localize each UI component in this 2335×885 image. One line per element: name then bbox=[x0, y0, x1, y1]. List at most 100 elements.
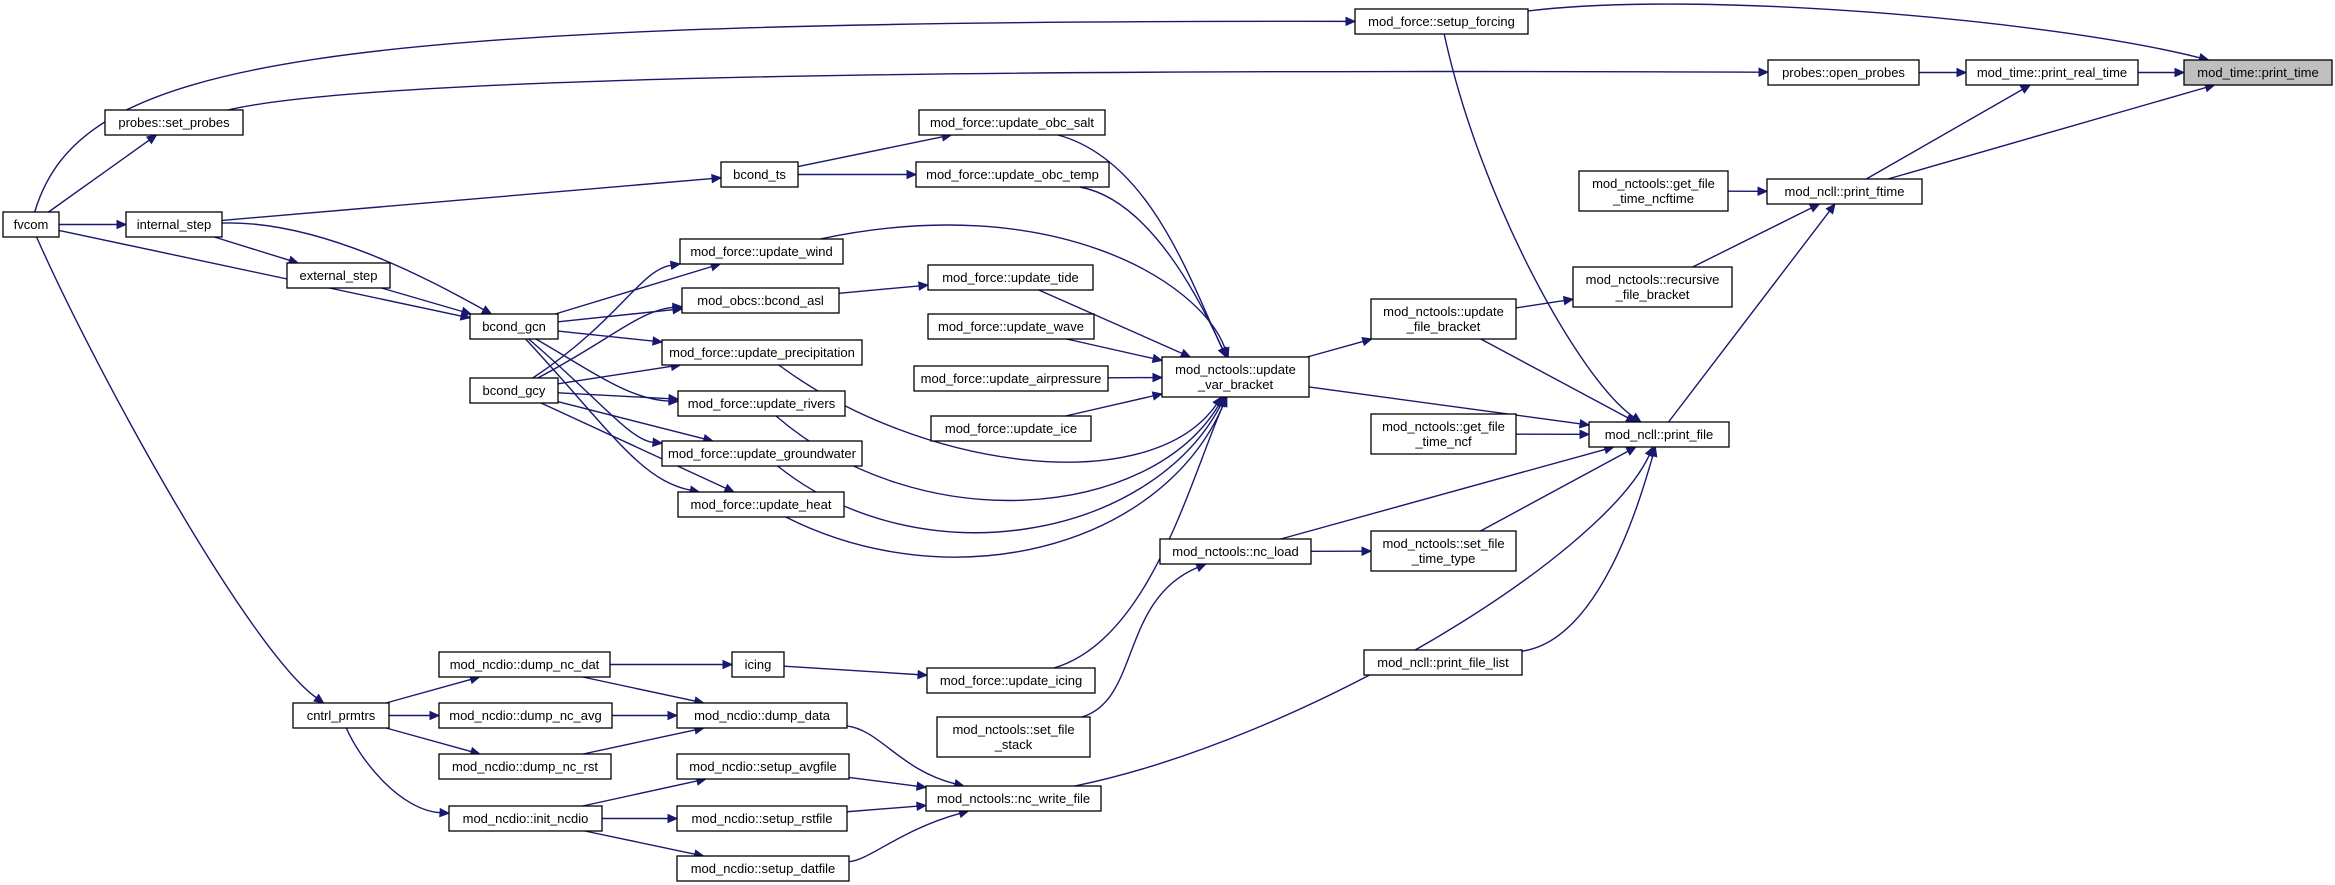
node-set-file-time-type[interactable]: mod_nctools::set_file_time_type bbox=[1370, 530, 1517, 572]
node-label: _stack bbox=[994, 737, 1033, 752]
node-label: mod_time::print_time bbox=[2197, 65, 2318, 80]
call-edge-update-obc-temp-to-update-var-bracket bbox=[1079, 186, 1227, 359]
node-open-probes[interactable]: probes::open_probes bbox=[1767, 59, 1920, 86]
call-edge-fvcom-to-internal-step bbox=[59, 219, 128, 230]
node-fvcom[interactable]: fvcom bbox=[2, 211, 60, 238]
node-label: mod_force::update_obc_temp bbox=[926, 167, 1099, 182]
call-edge-print-ftime-to-print-time bbox=[1887, 83, 2216, 180]
node-label: _time_type bbox=[1411, 551, 1476, 566]
node-update-icing[interactable]: mod_force::update_icing bbox=[926, 667, 1096, 694]
node-bcond-asl[interactable]: mod_obcs::bcond_asl bbox=[681, 287, 840, 314]
node-label: mod_nctools::get_file bbox=[1592, 176, 1715, 191]
call-edge-setup-forcing-to-print-file bbox=[1443, 33, 1642, 423]
call-edge-init-ncdio-to-setup-datfile bbox=[584, 830, 705, 859]
node-label: mod_force::update_wave bbox=[938, 319, 1084, 334]
node-update-rivers[interactable]: mod_force::update_rivers bbox=[677, 390, 846, 417]
node-setup-forcing[interactable]: mod_force::setup_forcing bbox=[1354, 8, 1529, 35]
node-init-ncdio[interactable]: mod_ncdio::init_ncdio bbox=[448, 805, 603, 832]
node-label: mod_time::print_real_time bbox=[1977, 65, 2127, 80]
call-edge-bcond-gcn-to-update-groundwater bbox=[528, 338, 664, 448]
node-update-obc-temp[interactable]: mod_force::update_obc_temp bbox=[915, 161, 1110, 188]
node-label: mod_ncdio::init_ncdio bbox=[463, 811, 589, 826]
node-label: bcond_gcy bbox=[483, 383, 546, 398]
call-edge-update-wave-to-update-var-bracket bbox=[1066, 338, 1164, 364]
node-label: _time_ncf bbox=[1414, 434, 1472, 449]
node-update-file-bracket[interactable]: mod_nctools::update_file_bracket bbox=[1370, 298, 1517, 340]
call-edge-recursive-file-bracket-to-print-ftime bbox=[1692, 203, 1821, 268]
call-edge-setup-datfile-to-nc-write-file bbox=[848, 808, 970, 863]
node-label: _time_ncftime bbox=[1612, 191, 1694, 206]
call-edge-internal-step-to-bcond-ts bbox=[221, 173, 723, 222]
node-update-heat[interactable]: mod_force::update_heat bbox=[677, 491, 845, 518]
node-get-file-time-ncf[interactable]: mod_nctools::get_file_time_ncf bbox=[1370, 413, 1517, 455]
node-print-file[interactable]: mod_ncll::print_file bbox=[1588, 421, 1730, 448]
node-setup-datfile[interactable]: mod_ncdio::setup_datfile bbox=[676, 855, 850, 882]
node-label: mod_nctools::update bbox=[1383, 304, 1504, 319]
call-edge-icing-to-update-icing bbox=[783, 665, 929, 680]
call-edge-init-ncdio-to-setup-rstfile bbox=[602, 813, 679, 824]
node-label: mod_ncll::print_file_list bbox=[1377, 655, 1509, 670]
node-cntrl-prmtrs[interactable]: cntrl_prmtrs bbox=[292, 702, 390, 729]
node-print-ftime[interactable]: mod_ncll::print_ftime bbox=[1766, 178, 1923, 205]
node-nc-load[interactable]: mod_nctools::nc_load bbox=[1159, 538, 1312, 565]
node-label: mod_nctools::set_file bbox=[1382, 536, 1504, 551]
node-bcond-ts[interactable]: bcond_ts bbox=[720, 161, 799, 188]
node-label: mod_force::update_rivers bbox=[688, 396, 836, 411]
node-print-file-list[interactable]: mod_ncll::print_file_list bbox=[1363, 649, 1523, 676]
node-dump-nc-avg[interactable]: mod_ncdio::dump_nc_avg bbox=[438, 702, 613, 729]
node-external-step[interactable]: external_step bbox=[286, 262, 391, 289]
node-label: mod_ncll::print_ftime bbox=[1785, 184, 1905, 199]
node-setup-avgfile[interactable]: mod_ncdio::setup_avgfile bbox=[676, 753, 850, 780]
node-print-time: mod_time::print_time bbox=[2183, 59, 2333, 86]
call-edge-update-var-bracket-to-update-file-bracket bbox=[1307, 336, 1373, 358]
call-edge-init-ncdio-to-setup-avgfile bbox=[582, 776, 708, 807]
node-update-wind[interactable]: mod_force::update_wind bbox=[679, 238, 844, 265]
node-dump-nc-rst[interactable]: mod_ncdio::dump_nc_rst bbox=[438, 753, 612, 780]
node-setup-rstfile[interactable]: mod_ncdio::setup_rstfile bbox=[676, 805, 848, 832]
call-edge-fvcom-to-setup-forcing bbox=[34, 16, 1357, 213]
node-label: cntrl_prmtrs bbox=[307, 708, 376, 723]
node-nc-write-file[interactable]: mod_nctools::nc_write_file bbox=[925, 785, 1102, 812]
node-label: mod_force::update_precipitation bbox=[669, 345, 855, 360]
node-label: mod_force::update_heat bbox=[691, 497, 832, 512]
call-edge-dump-nc-avg-to-dump-data bbox=[612, 710, 679, 721]
node-label: mod_nctools::set_file bbox=[952, 722, 1074, 737]
node-update-airpressure[interactable]: mod_force::update_airpressure bbox=[913, 365, 1109, 392]
node-label: bcond_gcn bbox=[482, 319, 546, 334]
node-label: mod_ncdio::dump_data bbox=[694, 708, 831, 723]
call-edge-open-probes-to-print-real-time bbox=[1919, 67, 1968, 78]
node-dump-data[interactable]: mod_ncdio::dump_data bbox=[676, 702, 848, 729]
call-edge-fvcom-to-set-probes bbox=[48, 134, 158, 213]
call-edge-cntrl-prmtrs-to-dump-nc-dat bbox=[385, 674, 481, 704]
function-nodes: mod_time::print_time mod_force::setup_for… bbox=[2, 8, 2333, 882]
node-update-obc-salt[interactable]: mod_force::update_obc_salt bbox=[918, 109, 1106, 136]
call-edge-update-file-bracket-to-print-file bbox=[1480, 338, 1637, 423]
node-label: mod_nctools::recursive bbox=[1586, 272, 1720, 287]
node-print-real-time[interactable]: mod_time::print_real_time bbox=[1965, 59, 2139, 86]
node-set-file-stack[interactable]: mod_nctools::set_file_stack bbox=[936, 716, 1091, 758]
call-edge-update-file-bracket-to-recursive-file-bracket bbox=[1515, 295, 1575, 309]
node-label: _var_bracket bbox=[1197, 377, 1274, 392]
node-get-file-time-ncftime[interactable]: mod_nctools::get_file_time_ncftime bbox=[1578, 170, 1729, 212]
call-edge-get-file-time-ncf-to-print-file bbox=[1515, 429, 1591, 440]
node-bcond-gcn[interactable]: bcond_gcn bbox=[469, 313, 559, 340]
node-label: _file_bracket bbox=[1406, 319, 1481, 334]
node-internal-step[interactable]: internal_step bbox=[125, 211, 223, 238]
node-update-precipitation[interactable]: mod_force::update_precipitation bbox=[661, 339, 863, 366]
node-set-probes[interactable]: probes::set_probes bbox=[104, 109, 244, 136]
node-label: mod_obcs::bcond_asl bbox=[697, 293, 824, 308]
node-label: mod_force::update_wind bbox=[690, 244, 832, 259]
node-label: mod_force::setup_forcing bbox=[1368, 14, 1515, 29]
node-dump-nc-dat[interactable]: mod_ncdio::dump_nc_dat bbox=[438, 651, 611, 678]
call-edge-setup-forcing-to-print-time bbox=[1527, 3, 2210, 63]
node-label: mod_ncdio::dump_nc_dat bbox=[450, 657, 600, 672]
node-bcond-gcy[interactable]: bcond_gcy bbox=[469, 377, 559, 404]
node-icing[interactable]: icing bbox=[731, 651, 785, 678]
node-update-groundwater[interactable]: mod_force::update_groundwater bbox=[661, 440, 863, 467]
node-update-ice[interactable]: mod_force::update_ice bbox=[930, 415, 1092, 442]
node-update-var-bracket[interactable]: mod_nctools::update_var_bracket bbox=[1161, 356, 1310, 398]
node-update-tide[interactable]: mod_force::update_tide bbox=[927, 264, 1094, 291]
call-edge-set-probes-to-open-probes bbox=[227, 67, 1770, 111]
node-update-wave[interactable]: mod_force::update_wave bbox=[927, 313, 1095, 340]
node-recursive-file-bracket[interactable]: mod_nctools::recursive_file_bracket bbox=[1572, 266, 1733, 308]
